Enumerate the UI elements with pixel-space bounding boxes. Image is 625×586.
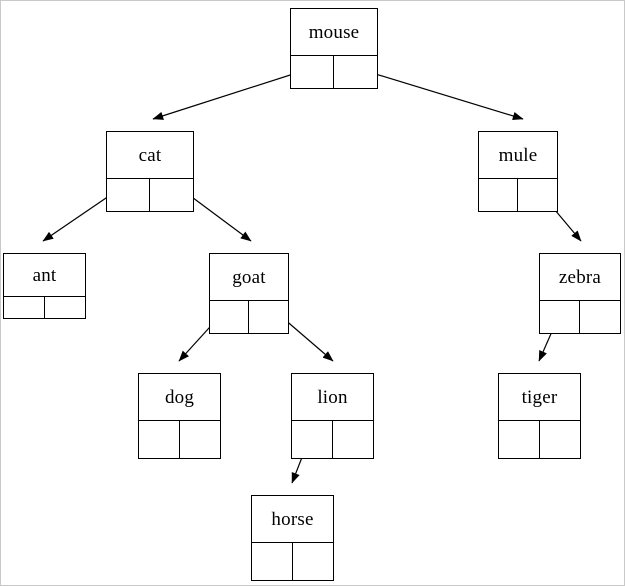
tree-node-label: zebra — [540, 254, 620, 301]
tree-node-tiger[interactable]: tiger — [498, 373, 581, 459]
tree-node-right-pointer[interactable] — [540, 421, 581, 458]
tree-node-ant[interactable]: ant — [3, 253, 86, 319]
tree-node-pointer-cells — [479, 179, 557, 211]
tree-node-goat[interactable]: goat — [209, 253, 289, 334]
tree-node-left-pointer[interactable] — [139, 421, 180, 458]
tree-node-pointer-cells — [499, 421, 580, 458]
tree-node-label: horse — [252, 496, 333, 543]
tree-node-right-pointer[interactable] — [334, 56, 377, 88]
tree-node-horse[interactable]: horse — [251, 495, 334, 581]
tree-node-mouse[interactable]: mouse — [290, 8, 378, 89]
tree-node-pointer-cells — [210, 301, 288, 333]
tree-node-left-pointer[interactable] — [107, 179, 150, 211]
tree-node-left-pointer[interactable] — [210, 301, 249, 333]
tree-node-right-pointer[interactable] — [293, 543, 334, 580]
tree-node-lion[interactable]: lion — [291, 373, 374, 459]
tree-node-left-pointer[interactable] — [4, 297, 45, 318]
tree-node-label: ant — [4, 254, 85, 297]
tree-node-left-pointer[interactable] — [479, 179, 518, 211]
tree-node-label: cat — [107, 132, 193, 179]
tree-node-left-pointer[interactable] — [252, 543, 293, 580]
tree-node-pointer-cells — [139, 421, 220, 458]
tree-node-label: lion — [292, 374, 373, 421]
tree-node-right-pointer[interactable] — [150, 179, 193, 211]
tree-node-left-pointer[interactable] — [499, 421, 540, 458]
tree-node-cat[interactable]: cat — [106, 131, 194, 212]
tree-node-pointer-cells — [4, 297, 85, 318]
tree-node-pointer-cells — [107, 179, 193, 211]
tree-node-pointer-cells — [540, 301, 620, 333]
tree-node-left-pointer[interactable] — [291, 56, 334, 88]
tree-node-right-pointer[interactable] — [518, 179, 557, 211]
tree-node-right-pointer[interactable] — [45, 297, 86, 318]
tree-node-right-pointer[interactable] — [580, 301, 620, 333]
tree-edge-mouse-to-cat — [152, 67, 313, 120]
tree-node-label: mule — [479, 132, 557, 179]
tree-node-right-pointer[interactable] — [333, 421, 374, 458]
tree-node-label: goat — [210, 254, 288, 301]
tree-node-pointer-cells — [291, 56, 377, 88]
tree-node-left-pointer[interactable] — [540, 301, 580, 333]
tree-node-pointer-cells — [252, 543, 333, 580]
tree-node-label: dog — [139, 374, 220, 421]
tree-node-label: tiger — [499, 374, 580, 421]
tree-node-right-pointer[interactable] — [180, 421, 221, 458]
tree-node-right-pointer[interactable] — [249, 301, 288, 333]
tree-node-label: mouse — [291, 9, 377, 56]
tree-node-zebra[interactable]: zebra — [539, 253, 621, 334]
tree-node-dog[interactable]: dog — [138, 373, 221, 459]
tree-node-left-pointer[interactable] — [292, 421, 333, 458]
tree-edge-mouse-to-mule — [355, 67, 524, 121]
tree-node-pointer-cells — [292, 421, 373, 458]
tree-node-mule[interactable]: mule — [478, 131, 558, 212]
